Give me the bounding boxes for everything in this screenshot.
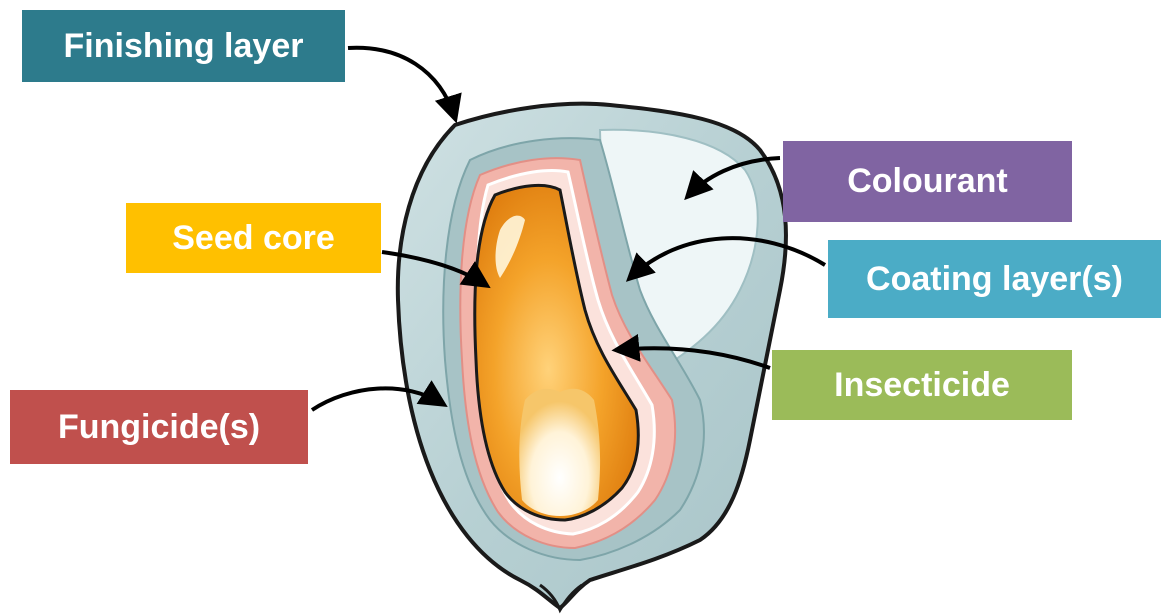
label-fungicides: Fungicide(s)	[10, 390, 308, 464]
label-seed-core: Seed core	[126, 203, 381, 273]
label-colourant: Colourant	[783, 141, 1072, 222]
label-insecticide: Insecticide	[772, 350, 1072, 420]
seed-embryo	[519, 389, 600, 516]
label-finishing-layer: Finishing layer	[22, 10, 345, 82]
label-coating-layers: Coating layer(s)	[828, 240, 1161, 318]
arrow-finishing-layer	[348, 48, 455, 118]
